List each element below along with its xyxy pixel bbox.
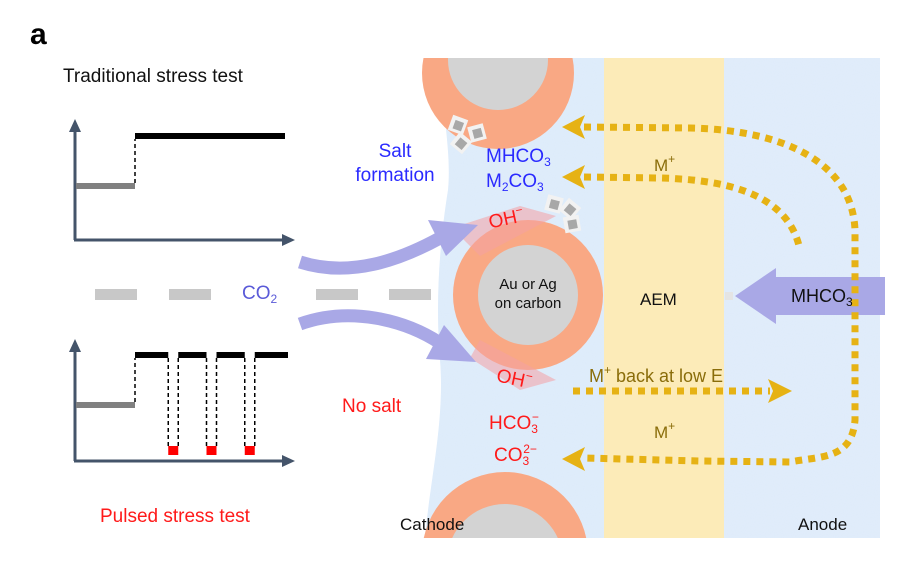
traditional-test-title: Traditional stress test [63, 66, 243, 87]
pulsed-plot [69, 339, 295, 467]
pulse-low-segment [206, 446, 217, 455]
pulse-low-segment [168, 446, 179, 455]
co2-arrow-to-salt [298, 232, 444, 275]
formula-subscript: 3 [846, 295, 853, 309]
feed-label: MHCO3 [791, 285, 853, 313]
formula-base: OH [494, 365, 527, 392]
formula-base: HCO [489, 413, 532, 434]
co2-subscript: 2 [270, 292, 278, 306]
formula-subscript: 3 [537, 180, 544, 194]
formula-tail: CO [508, 171, 538, 192]
salt-label-line1: Salt [378, 141, 412, 162]
formula-tail: back at low E [611, 366, 724, 386]
pulsed-y-arrowhead [69, 339, 81, 352]
traditional-plot [69, 119, 295, 246]
cation-path-top [583, 123, 859, 466]
formula-superscript: − [531, 410, 539, 424]
panel-label: a [30, 18, 47, 51]
formula-base: MHCO [486, 146, 545, 167]
formula-subscript: 2 [501, 180, 509, 194]
formula-subscript: 3 [522, 454, 530, 468]
formula-superscript: 2− [523, 442, 537, 456]
anode-label: Anode [798, 515, 848, 534]
arrowhead-left [562, 115, 585, 139]
formula-base: CO [494, 445, 523, 466]
catalyst-label-line1: Au or Ag [499, 276, 557, 293]
cation-label-bottom: M+ [654, 415, 675, 444]
membrane-label: AEM [640, 290, 677, 309]
catalyst-particle-center [453, 220, 603, 370]
formula-subscript: 3 [544, 155, 551, 169]
arrowhead-left [562, 165, 585, 189]
dash-segment [389, 289, 431, 300]
anion-bicarbonate: HCO3− [489, 406, 539, 440]
salt-species-m2co3: M2CO3 [486, 171, 544, 198]
feed-arrow [735, 268, 885, 324]
co2-flow-arrows [297, 220, 478, 362]
formula-base: M [654, 423, 669, 442]
feed-arrow-tail-gap [725, 292, 733, 300]
formula-subscript: 3 [531, 422, 538, 436]
catalyst-label: Au or Ag on carbon [478, 275, 578, 313]
co2-arrow-to-nosalt-head [426, 325, 476, 362]
formula-base: M [486, 171, 502, 192]
co2-text: CO [242, 283, 271, 304]
catalyst-particle-bottom [423, 472, 587, 538]
cation-path-second [583, 173, 804, 251]
arrowhead-left [562, 447, 585, 471]
pulsed-test-title: Pulsed stress test [100, 506, 250, 527]
arrowhead-right [768, 379, 792, 403]
trad-x-arrowhead [282, 234, 295, 246]
cation-transport-arrows [573, 123, 859, 466]
salt-species-mhco3: MHCO3 [486, 146, 551, 173]
co2-label: CO2 [242, 283, 277, 310]
formula-superscript: + [668, 419, 676, 433]
cation-label-top: M+ [654, 148, 675, 177]
salt-crystals-top [447, 114, 487, 155]
pulse-low-segment [244, 446, 255, 455]
formula-base: M [589, 366, 604, 386]
trad-y-arrowhead [69, 119, 81, 132]
hydroxide-zone-bottom [470, 340, 556, 390]
salt-crystals-mid [544, 194, 582, 234]
hydroxide-zone-top [452, 206, 556, 256]
formula-base: M [654, 156, 669, 175]
salt-label-line2: formation [355, 165, 435, 186]
cation-arrowheads [562, 115, 792, 471]
anion-exchange-membrane [604, 58, 724, 538]
pulsed-x-arrowhead [282, 455, 295, 467]
dash-segment [95, 289, 137, 300]
formula-base: OH [486, 206, 520, 234]
dash-segment [316, 289, 358, 300]
catalyst-label-line2: on carbon [494, 295, 562, 312]
dash-segment [169, 289, 211, 300]
co2-dashed-line [95, 289, 431, 300]
no-salt-label: No salt [342, 396, 402, 417]
formula-superscript: + [604, 363, 612, 377]
formula-base: MHCO [791, 286, 846, 306]
anion-carbonate: CO32− [494, 438, 537, 472]
co2-arrow-to-salt-head [428, 220, 478, 256]
co2-arrow-to-nosalt [297, 309, 444, 349]
formula-superscript: + [668, 152, 676, 166]
catalyst-particle-top [422, 58, 574, 149]
cation-back-label: M+ back at low E [589, 359, 723, 387]
salt-formation-label: Salt formation [340, 140, 450, 188]
cathode-label: Cathode [400, 515, 465, 534]
